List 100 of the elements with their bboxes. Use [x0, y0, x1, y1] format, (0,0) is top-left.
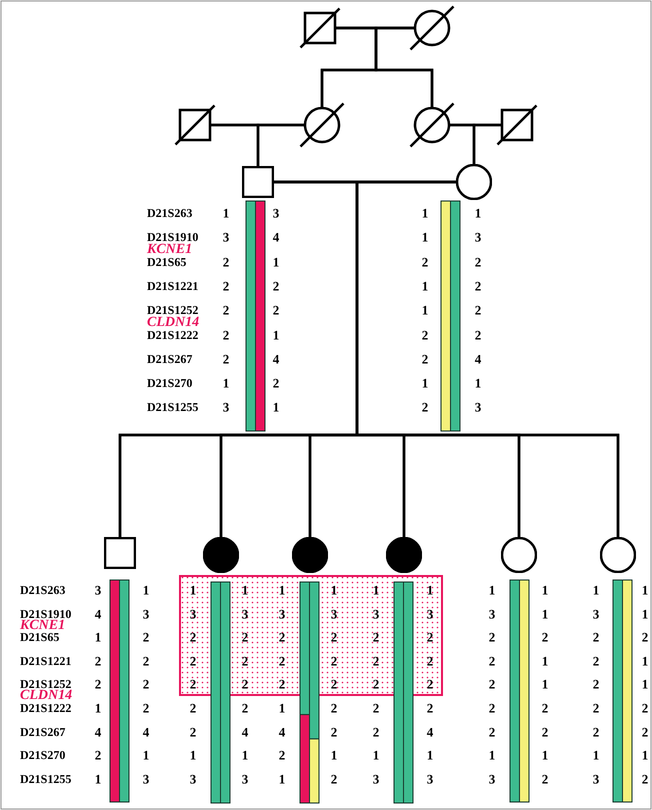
allele-number: 2: [422, 328, 428, 341]
allele-number: 1: [642, 654, 648, 668]
allele-number: 2: [330, 702, 338, 714]
allele-number: 3: [426, 607, 434, 620]
allele-number: 2: [222, 255, 230, 268]
allele-number: 2: [372, 678, 380, 691]
allele-number: 1: [242, 584, 248, 596]
marker-name: D21S267: [20, 726, 66, 738]
allele-number: 2: [94, 654, 102, 668]
allele-number: 2: [422, 400, 428, 414]
allele-number: 1: [372, 584, 380, 596]
allele-number: 2: [426, 678, 434, 691]
allele-number: 2: [642, 772, 648, 786]
allele-number: 1: [542, 654, 548, 668]
gene-name: KCNE1: [20, 618, 66, 633]
allele-number: 4: [94, 725, 102, 738]
marker-name: D21S263: [147, 207, 192, 219]
allele-number: 1: [426, 748, 434, 762]
allele-number: 4: [94, 607, 102, 620]
allele-number: 2: [142, 654, 150, 668]
allele-number: 2: [330, 678, 338, 691]
allele-number: 2: [592, 654, 600, 668]
allele-number: 2: [190, 654, 196, 668]
allele-number: 3: [242, 772, 248, 786]
allele-number: 2: [542, 772, 548, 786]
allele-number: 1: [330, 748, 338, 762]
allele-number: 2: [592, 702, 600, 714]
allele-number: 3: [242, 607, 248, 620]
allele-number: 2: [372, 630, 380, 644]
allele-number: 2: [278, 678, 286, 691]
allele-number: 2: [474, 255, 482, 268]
allele-number: 2: [242, 678, 248, 691]
allele-number: 1: [190, 584, 196, 596]
pedigree-line: [374, 26, 434, 108]
allele-number: 2: [242, 702, 248, 714]
allele-number: 3: [190, 772, 196, 786]
allele-number: 1: [422, 279, 428, 292]
marker-name: D21S263: [20, 584, 66, 596]
allele-number: 2: [142, 702, 150, 714]
allele-number: 1: [426, 584, 434, 596]
allele-number: 2: [142, 678, 150, 691]
pedigree-line: [356, 180, 620, 538]
allele-number: 1: [278, 584, 286, 596]
marker-name: D21S1252: [20, 678, 72, 690]
marker-name: D21S1222: [147, 328, 198, 340]
marker-name: D21S1255: [20, 772, 72, 785]
gene-name: KCNE1: [147, 242, 192, 257]
allele-number: 2: [330, 630, 338, 644]
gene-name: CLDN14: [147, 316, 200, 330]
allele-number: 1: [278, 702, 286, 714]
allele-number: 2: [592, 725, 600, 738]
allele-number: 2: [272, 304, 280, 317]
allele-number: 3: [272, 206, 280, 220]
allele-number: 4: [426, 725, 434, 738]
allele-number: 1: [592, 748, 600, 762]
allele-number: 1: [422, 230, 428, 244]
allele-number: 3: [190, 607, 196, 620]
allele-number: 1: [222, 376, 230, 390]
allele-number: 1: [474, 206, 482, 220]
allele-number: 1: [222, 206, 230, 220]
allele-number: 1: [642, 607, 648, 620]
allele-number: 2: [474, 304, 482, 317]
allele-number: 2: [372, 654, 380, 668]
allele-number: 1: [542, 678, 548, 691]
gene-name: CLDN14: [20, 689, 72, 704]
allele-number: 3: [372, 772, 380, 786]
allele-number: 1: [272, 328, 280, 341]
allele-number: 4: [278, 725, 286, 738]
allele-number: 1: [94, 772, 102, 786]
allele-number: 1: [422, 206, 428, 220]
allele-number: 3: [488, 607, 496, 620]
allele-number: 1: [542, 607, 548, 620]
allele-number: 3: [592, 772, 600, 786]
allele-number: 2: [94, 678, 102, 691]
allele-number: 2: [426, 630, 434, 644]
allele-number: 2: [422, 352, 428, 366]
marker-name: D21S1221: [147, 280, 198, 292]
allele-number: 2: [190, 630, 196, 644]
allele-number: 2: [330, 654, 338, 668]
allele-number: 4: [272, 352, 280, 366]
allele-number: 1: [272, 255, 280, 268]
allele-number: 1: [642, 584, 648, 596]
allele-number: 3: [142, 607, 150, 620]
marker-name: D21S65: [20, 631, 60, 644]
allele-number: 3: [474, 400, 482, 414]
allele-number: 2: [642, 630, 648, 644]
marker-name: D21S270: [147, 377, 192, 390]
allele-number: 2: [488, 630, 496, 644]
allele-number: 2: [474, 328, 482, 341]
marker-name: D21S1255: [147, 401, 198, 414]
allele-number: 3: [474, 230, 482, 244]
marker-name: D21S1222: [20, 702, 72, 714]
allele-number: 2: [272, 279, 280, 292]
pedigree-line: [256, 124, 305, 167]
allele-number: 2: [488, 725, 496, 738]
allele-number: 2: [272, 376, 280, 390]
allele-number: 2: [542, 630, 548, 644]
allele-number: 3: [488, 772, 496, 786]
allele-number: 1: [242, 748, 248, 762]
allele-number: 1: [642, 748, 648, 762]
